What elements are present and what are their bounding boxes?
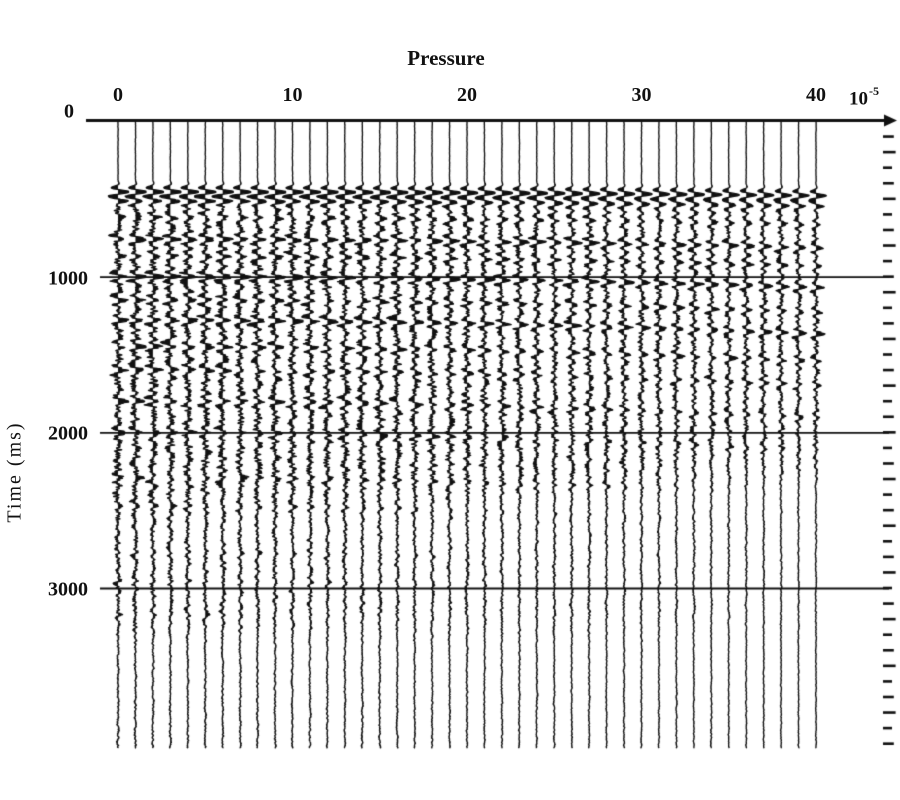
multiplier-base: 10 [849, 88, 868, 110]
y-tick-label-2000: 2000 [48, 422, 88, 445]
multiplier-exponent: -5 [869, 84, 879, 98]
x-axis-scale-multiplier: 10-5 [849, 84, 879, 110]
x-tick-label-0: 0 [113, 84, 123, 106]
x-tick-label-20: 20 [457, 84, 477, 106]
y-tick-label-3000: 3000 [48, 578, 88, 601]
y-axis-title: Time (ms) [3, 421, 26, 523]
x-tick-label-30: 30 [631, 84, 652, 106]
x-axis-title: Pressure [407, 46, 485, 70]
x-tick-label-10: 10 [282, 84, 303, 106]
x-tick-label-40: 40 [806, 84, 826, 106]
y-tick-label-1000: 1000 [48, 267, 88, 290]
y-tick-label-0: 0 [64, 100, 74, 123]
